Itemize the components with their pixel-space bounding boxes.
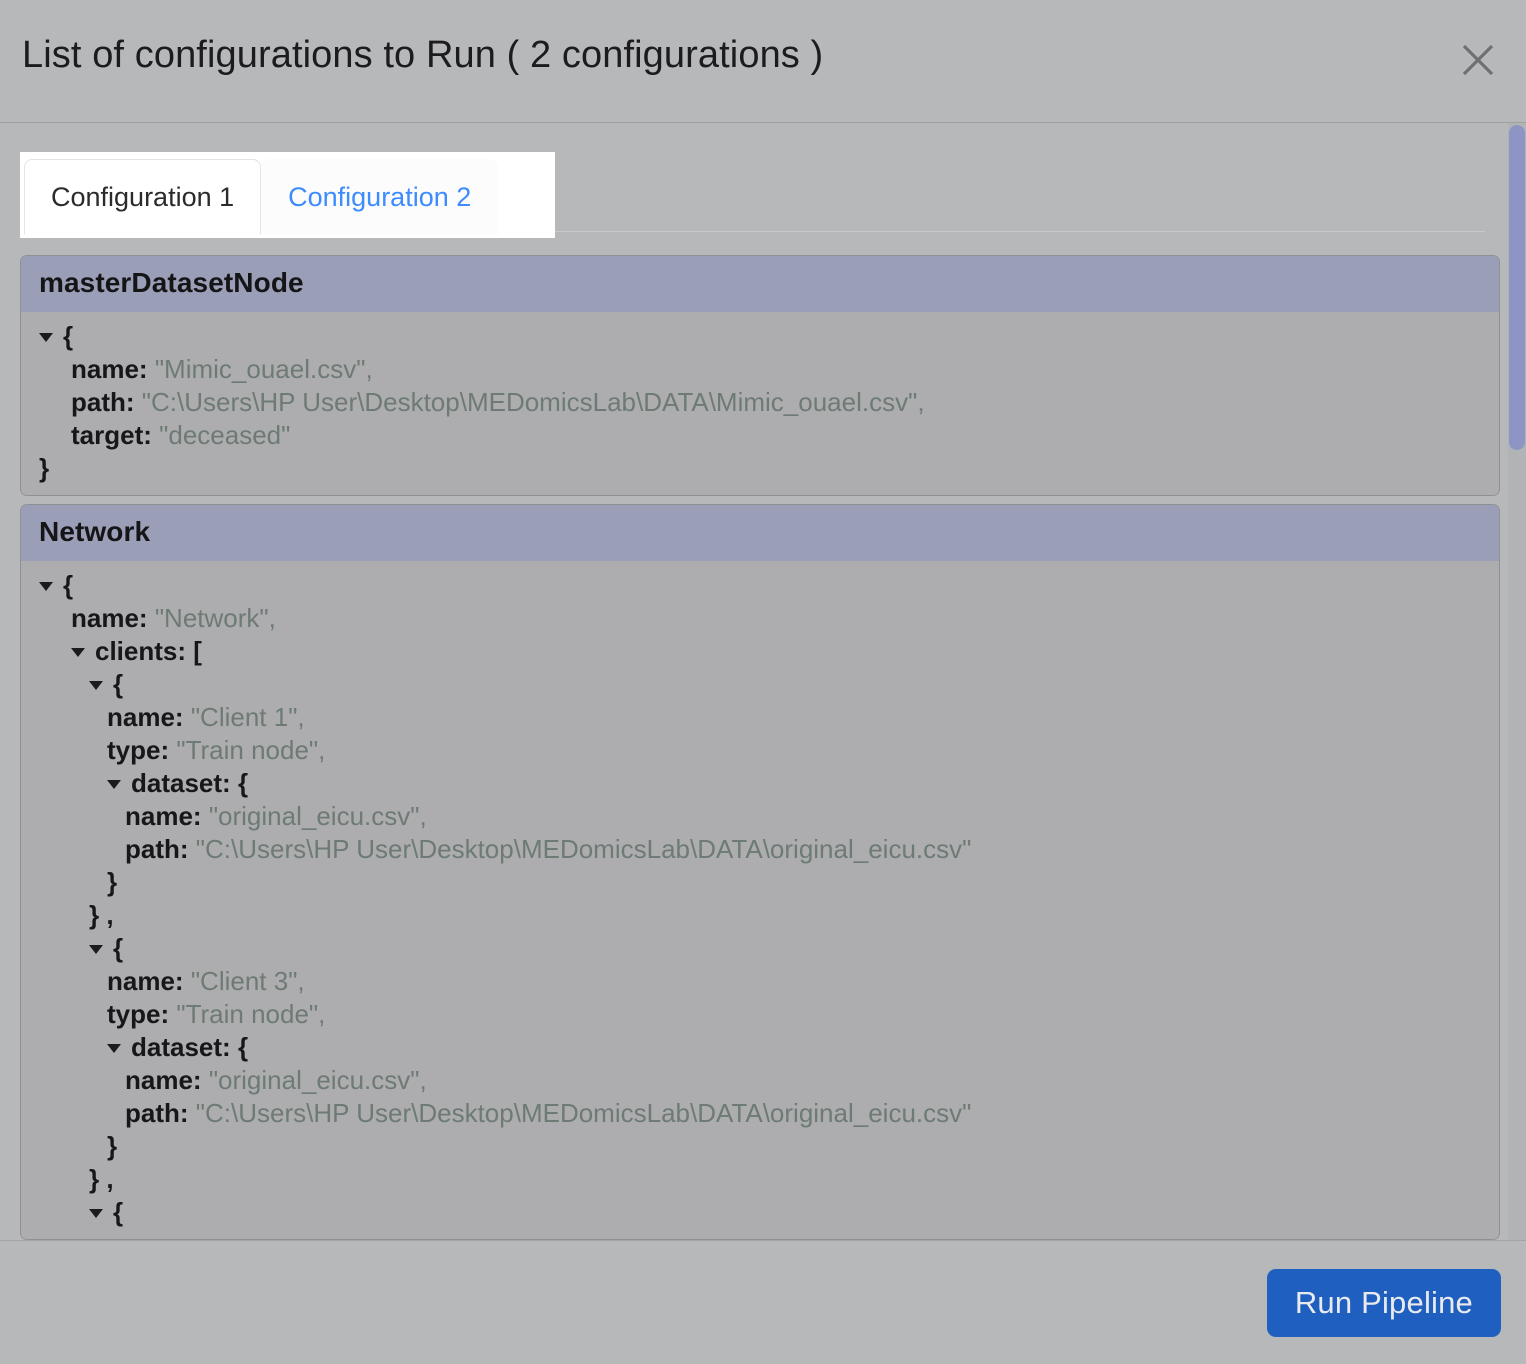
json-line: clients: [ <box>21 635 1499 668</box>
json-value: "C:\Users\HP User\Desktop\MEDomicsLab\DA… <box>195 1098 972 1128</box>
json-key: name: <box>71 354 148 384</box>
tabs-underline <box>553 231 1485 232</box>
json-panel: Network{name: "Network",clients: [{name:… <box>20 504 1500 1240</box>
run-pipeline-button[interactable]: Run Pipeline <box>1266 1269 1501 1337</box>
json-line: path: "C:\Users\HP User\Desktop\MEDomics… <box>21 1097 1499 1130</box>
json-line: { <box>21 1196 1499 1229</box>
collapse-triangle-icon[interactable] <box>71 648 85 657</box>
json-key: name: <box>107 966 184 996</box>
content-scrollbar-thumb[interactable] <box>1509 125 1525 450</box>
tab-configuration-1-label: Configuration 1 <box>51 181 235 212</box>
json-key: target: <box>71 420 152 450</box>
tab-configuration-1[interactable]: Configuration 1 <box>24 159 262 235</box>
json-line: path: "C:\Users\HP User\Desktop\MEDomics… <box>21 833 1499 866</box>
json-punctuation: } <box>107 867 118 897</box>
json-line: dataset: { <box>21 767 1499 800</box>
json-value: "Train node", <box>176 999 326 1029</box>
json-key: path: <box>71 387 135 417</box>
json-key: dataset: <box>131 1032 231 1062</box>
tabs-container: Configuration 1 Configuration 2 <box>20 152 555 238</box>
json-line: type: "Train node", <box>21 734 1499 767</box>
json-line: } , <box>21 1163 1499 1196</box>
json-line: name: "Network", <box>21 602 1499 635</box>
tab-list: Configuration 1 Configuration 2 <box>24 159 499 235</box>
json-key: dataset: <box>131 768 231 798</box>
json-line: name: "Mimic_ouael.csv", <box>21 353 1499 386</box>
json-value: { <box>237 1032 249 1062</box>
json-key: path: <box>125 1098 189 1128</box>
json-key: name: <box>125 801 202 831</box>
json-value: "C:\Users\HP User\Desktop\MEDomicsLab\DA… <box>141 387 925 417</box>
json-line: } <box>21 866 1499 899</box>
json-value: { <box>237 768 249 798</box>
json-line: } , <box>21 899 1499 932</box>
json-key: name: <box>71 603 148 633</box>
collapse-triangle-icon[interactable] <box>39 333 53 342</box>
json-punctuation: } <box>39 453 50 483</box>
collapse-triangle-icon[interactable] <box>107 780 121 789</box>
json-value: "Network", <box>154 603 276 633</box>
json-line: { <box>21 569 1499 602</box>
json-line: name: "Client 3", <box>21 965 1499 998</box>
tab-configuration-2-label: Configuration 2 <box>288 181 472 212</box>
json-key: type: <box>107 735 170 765</box>
json-value: [ <box>193 636 202 666</box>
json-line: name: "original_eicu.csv", <box>21 1064 1499 1097</box>
page-title: List of configurations to Run ( 2 config… <box>22 34 824 76</box>
collapse-triangle-icon[interactable] <box>89 945 103 954</box>
json-line: name: "original_eicu.csv", <box>21 800 1499 833</box>
json-line: { <box>21 932 1499 965</box>
dialog-header: List of configurations to Run ( 2 config… <box>0 0 1526 123</box>
json-panel-body: {name: "Network",clients: [{name: "Clien… <box>21 561 1499 1239</box>
json-line: dataset: { <box>21 1031 1499 1064</box>
dialog-body: Configuration 1 Configuration 2 masterDa… <box>0 123 1526 1240</box>
json-punctuation: } <box>107 1131 118 1161</box>
json-punctuation: } , <box>89 900 114 930</box>
tab-configuration-2[interactable]: Configuration 2 <box>261 159 499 235</box>
json-punctuation: } , <box>89 1164 114 1194</box>
json-value: "original_eicu.csv", <box>208 1065 427 1095</box>
close-button[interactable] <box>1446 28 1510 92</box>
json-value: "Mimic_ouael.csv", <box>154 354 373 384</box>
json-line: path: "C:\Users\HP User\Desktop\MEDomics… <box>21 386 1499 419</box>
collapse-triangle-icon[interactable] <box>89 681 103 690</box>
json-key: clients: <box>95 636 187 666</box>
configuration-panels: masterDatasetNode{name: "Mimic_ouael.csv… <box>20 255 1500 1240</box>
json-line: target: "deceased" <box>21 419 1499 452</box>
collapse-triangle-icon[interactable] <box>107 1044 121 1053</box>
json-value: "original_eicu.csv", <box>208 801 427 831</box>
json-panel: masterDatasetNode {name: "Mimic_ouael.csv… <box>20 255 1500 496</box>
json-punctuation: { <box>63 321 74 351</box>
json-key: name: <box>125 1065 202 1095</box>
json-punctuation: { <box>113 669 124 699</box>
json-panel-header: Network <box>21 505 1499 561</box>
json-line: } <box>21 1130 1499 1163</box>
json-line: } <box>21 452 1499 485</box>
collapse-triangle-icon[interactable] <box>89 1209 103 1218</box>
json-key: type: <box>107 999 170 1029</box>
json-line: { <box>21 668 1499 701</box>
close-icon <box>1459 41 1497 79</box>
json-line: { <box>21 320 1499 353</box>
json-value: "C:\Users\HP User\Desktop\MEDomicsLab\DA… <box>195 834 972 864</box>
json-punctuation: { <box>113 933 124 963</box>
dialog-footer: Run Pipeline <box>0 1240 1526 1364</box>
json-line: name: "Client 1", <box>21 701 1499 734</box>
json-key: name: <box>107 702 184 732</box>
json-value: "Client 3", <box>190 966 305 996</box>
json-value: "deceased" <box>159 420 291 450</box>
json-panel-header: masterDatasetNode <box>21 256 1499 312</box>
collapse-triangle-icon[interactable] <box>39 582 53 591</box>
json-value: "Train node", <box>176 735 326 765</box>
json-line: type: "Train node", <box>21 998 1499 1031</box>
json-punctuation: { <box>63 570 74 600</box>
json-panel-body: {name: "Mimic_ouael.csv",path: "C:\Users… <box>21 312 1499 495</box>
content-scrollbar[interactable] <box>1508 123 1526 1240</box>
json-punctuation: { <box>113 1197 124 1227</box>
json-value: "Client 1", <box>190 702 305 732</box>
json-key: path: <box>125 834 189 864</box>
